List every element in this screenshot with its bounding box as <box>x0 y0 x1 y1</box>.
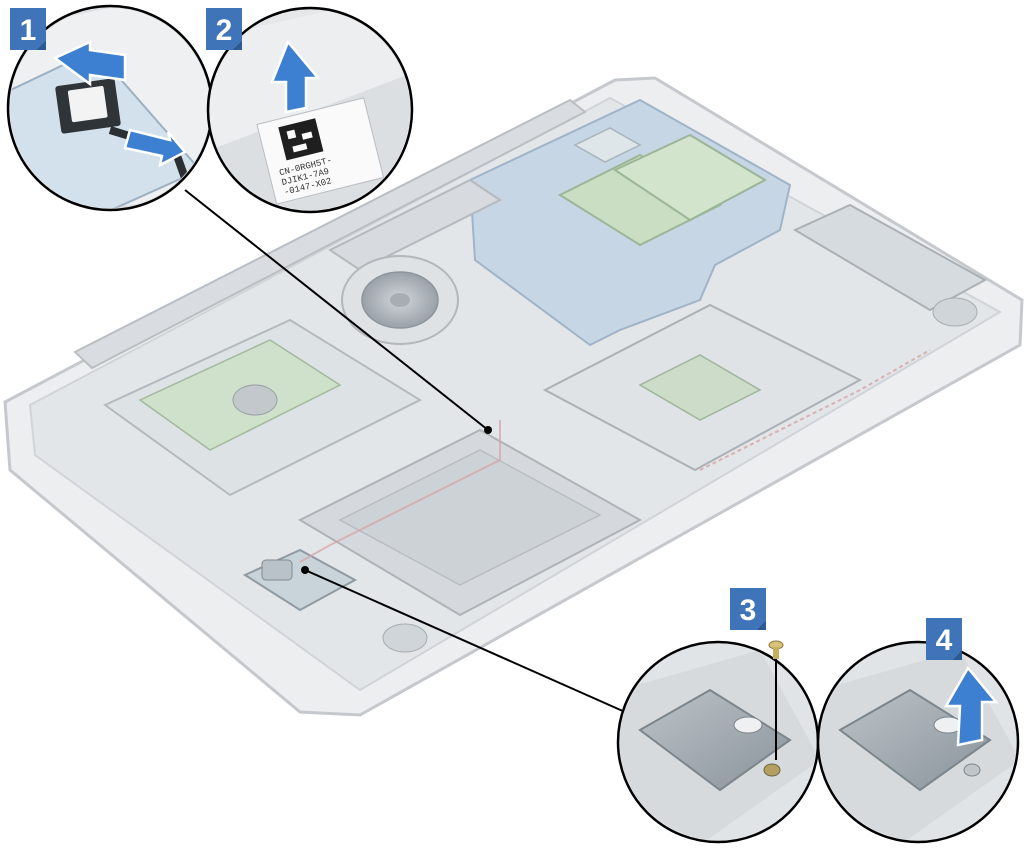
callout-4-lift-io-board <box>816 640 1020 844</box>
step-badge-1: 1 <box>10 8 46 50</box>
leader-dot-1 <box>484 426 492 434</box>
qr-code <box>278 118 324 161</box>
leader-line-2 <box>304 569 626 713</box>
step-badge-3: 3 <box>730 588 766 630</box>
callout-1-cable-disconnect <box>6 4 214 212</box>
arrow-icon <box>52 40 127 87</box>
io-board-bracket <box>261 559 293 581</box>
heat-sink <box>328 178 502 272</box>
hinge-bar <box>73 98 587 370</box>
step-number: 3 <box>740 594 757 627</box>
serial-label: CN-0RGH5T- DJIK1-7A9 -0147-X02 <box>256 97 385 205</box>
leader-dot-2 <box>301 566 309 574</box>
step-number: 2 <box>216 14 233 47</box>
memory-module <box>612 133 768 222</box>
io-board-cable <box>299 420 501 563</box>
battery-cells <box>338 449 602 586</box>
step-number: 1 <box>20 14 37 47</box>
speaker <box>382 623 428 653</box>
io-board-bracket-detail <box>638 688 792 792</box>
touchpad-cable <box>699 349 931 471</box>
touchpad-board <box>638 354 762 421</box>
screw-icon <box>768 640 784 760</box>
callout-2-label-lift: CN-0RGH5T- DJIK1-7A9 -0147-X02 <box>206 6 414 214</box>
callout-3-remove-screw <box>616 640 820 844</box>
ssd-bracket <box>792 203 988 312</box>
speaker <box>932 297 978 327</box>
fan-icon <box>341 255 459 345</box>
arrow-icon <box>943 665 999 747</box>
wlan-card <box>573 127 642 163</box>
io-board-bracket-detail <box>838 688 992 792</box>
leader-line-1 <box>184 189 489 431</box>
laptop-base <box>3 76 1024 717</box>
arrow-icon <box>270 39 321 114</box>
arrow-icon <box>123 128 187 168</box>
step-badge-4: 4 <box>926 618 962 660</box>
step-number: 4 <box>936 624 953 657</box>
hard-drive-spindle <box>232 384 278 416</box>
step-badge-2: 2 <box>206 8 242 50</box>
